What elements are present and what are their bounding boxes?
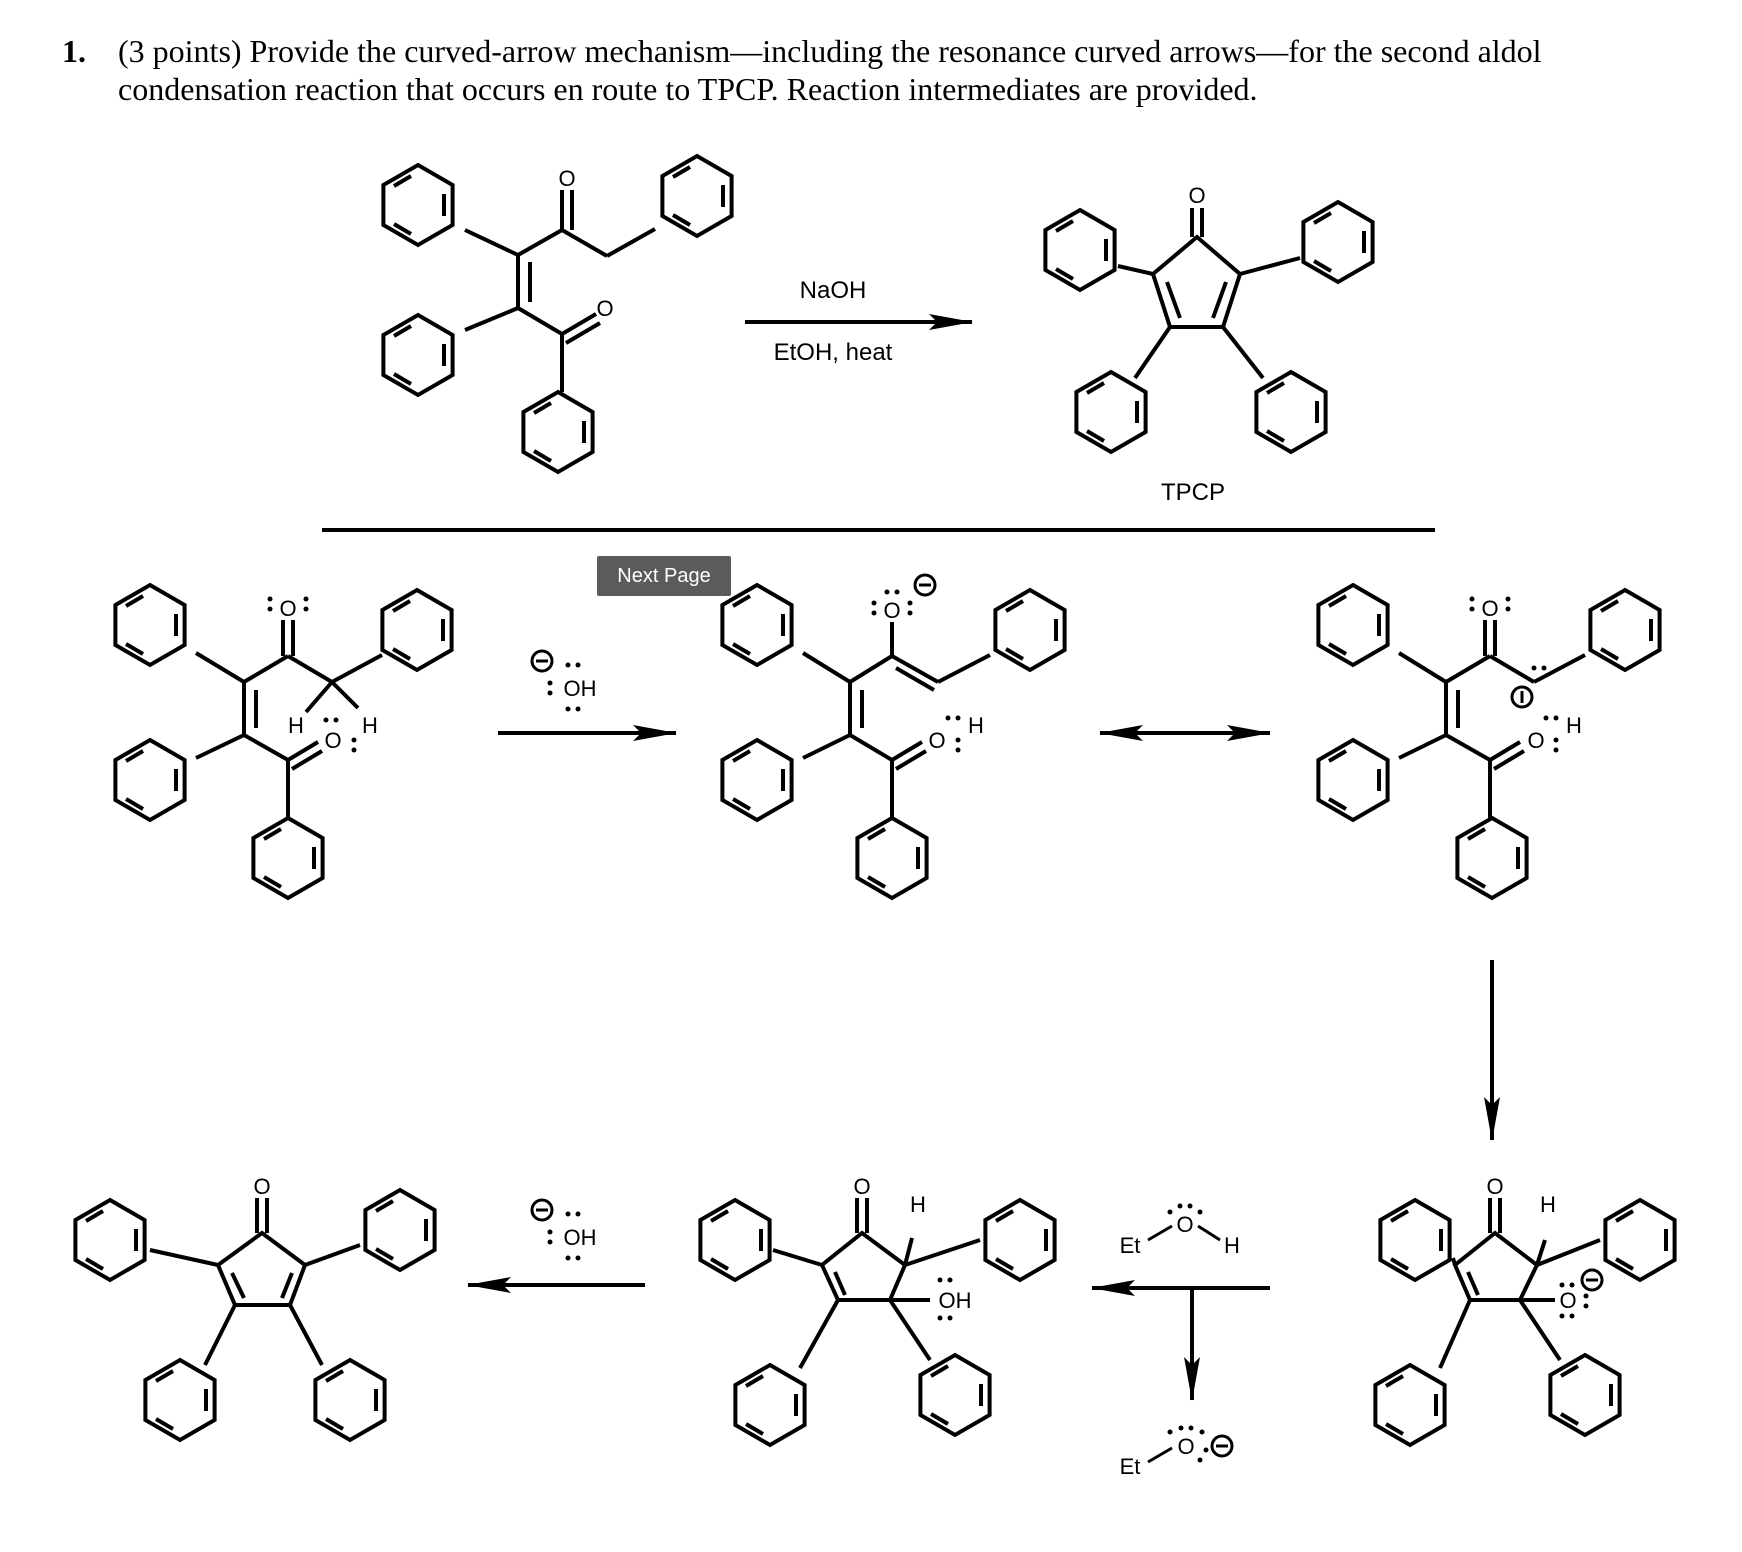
hydrogen-label: H [910, 1192, 926, 1217]
phenyl-ring [1603, 1198, 1677, 1282]
phenyl-ring [1254, 370, 1328, 454]
phenyl-ring [73, 1198, 147, 1282]
ethoxide-et-label: Et [1120, 1454, 1141, 1479]
phenyl-ring [113, 738, 187, 822]
carbonyl-oxygen-label: O [1486, 1174, 1503, 1199]
reagent-bottom: EtOH, heat [774, 339, 893, 366]
product-label: TPCP [1161, 479, 1225, 506]
carbonyl-oxygen-label: O [1527, 728, 1544, 753]
alkoxide-oxygen-label: O [1559, 1288, 1576, 1313]
alcohol-label: OH [939, 1288, 972, 1313]
phenyl-ring [313, 1358, 387, 1442]
carbonyl-oxygen-label: O [324, 728, 341, 753]
phenyl-ring [855, 816, 929, 900]
phenyl-ring [983, 1198, 1057, 1282]
phenyl-ring [1548, 1353, 1622, 1437]
next-page-button[interactable]: Next Page [597, 556, 731, 596]
structure-bonds [73, 154, 1677, 1447]
phenyl-ring [733, 1363, 807, 1447]
phenyl-ring [1316, 583, 1390, 667]
phenyl-ring [521, 390, 595, 474]
carbonyl-oxygen-label: O [279, 596, 296, 621]
hydroxide-label: OH [564, 1225, 597, 1250]
phenyl-ring [993, 588, 1067, 672]
phenyl-ring [381, 313, 455, 397]
phenyl-ring [1378, 1198, 1452, 1282]
hydrogen-label: H [362, 713, 378, 738]
phenyl-ring [720, 583, 794, 667]
phenyl-ring [1043, 208, 1117, 292]
carbonyl-oxygen-label: O [558, 166, 575, 191]
enolate-oxygen-label: O [883, 598, 900, 623]
ethanol-oxygen-label: O [1176, 1212, 1193, 1237]
phenyl-ring [251, 816, 325, 900]
carbonyl-oxygen-label: O [1481, 596, 1498, 621]
phenyl-ring [698, 1198, 772, 1282]
carbonyl-oxygen-label: O [596, 296, 613, 321]
hydrogen-label: H [1540, 1192, 1556, 1217]
question-number: 1. [62, 33, 86, 69]
phenyl-ring [1455, 816, 1529, 900]
phenyl-ring [1074, 370, 1148, 454]
hydrogen-label: H [1566, 713, 1582, 738]
reagent-top: NaOH [800, 277, 867, 304]
phenyl-ring [1588, 588, 1662, 672]
ethanol-hydrogen-label: H [1224, 1233, 1240, 1258]
hydrogen-label: H [288, 713, 304, 738]
ethoxide-oxygen-label: O [1177, 1434, 1194, 1459]
carbonyl-oxygen-label: O [1188, 183, 1205, 208]
carbonyl-oxygen-label: O [253, 1174, 270, 1199]
phenyl-ring [363, 1188, 437, 1272]
phenyl-ring [1301, 200, 1375, 284]
phenyl-ring [918, 1353, 992, 1437]
hydroxide-label: OH [564, 676, 597, 701]
question-text: (3 points) Provide the curved-arrow mech… [118, 33, 1542, 107]
phenyl-ring [720, 738, 794, 822]
ethanol-et-label: Et [1120, 1233, 1141, 1258]
phenyl-ring [660, 154, 734, 238]
hydrogen-label: H [968, 713, 984, 738]
phenyl-ring [381, 163, 455, 247]
phenyl-ring [143, 1358, 217, 1442]
carbonyl-oxygen-label: O [853, 1174, 870, 1199]
phenyl-ring [1373, 1363, 1447, 1447]
phenyl-ring [380, 588, 454, 672]
phenyl-ring [1316, 738, 1390, 822]
carbonyl-oxygen-label: O [928, 728, 945, 753]
phenyl-ring [113, 583, 187, 667]
